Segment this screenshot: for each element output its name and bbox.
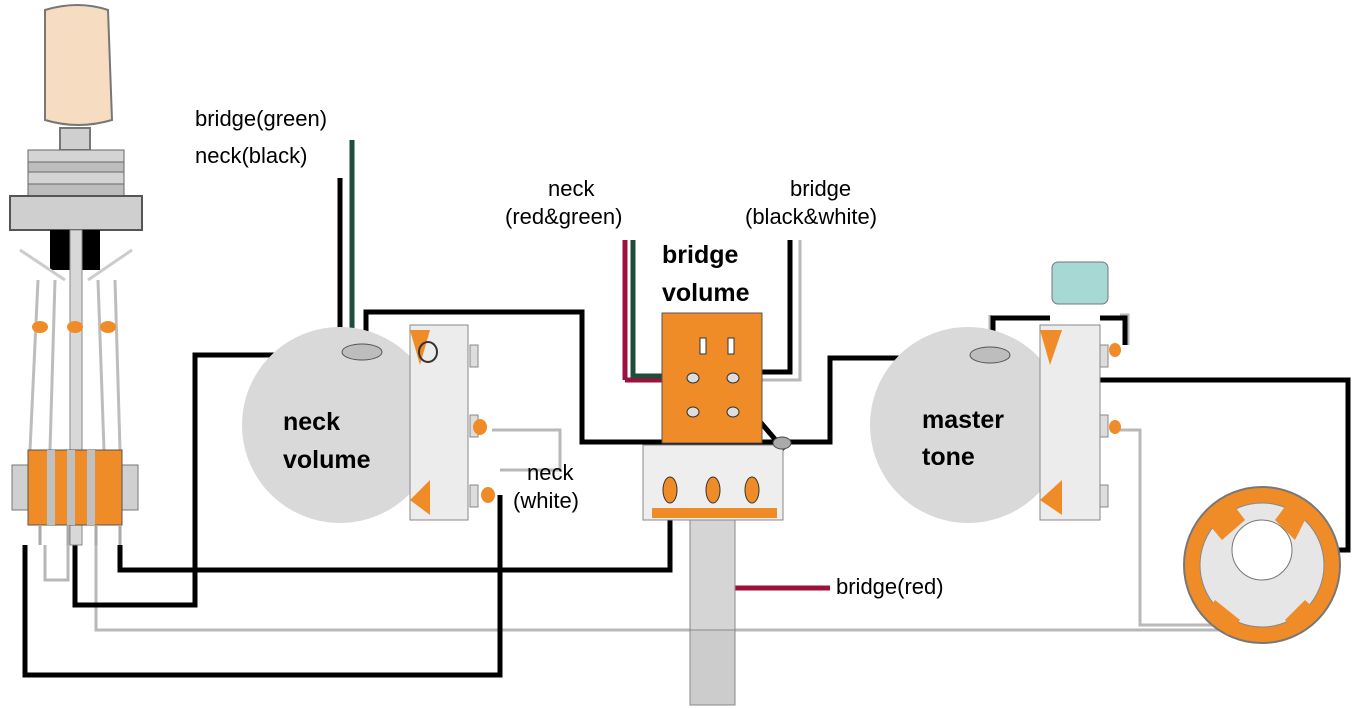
label-switch-neck-black: neck(black) <box>195 143 308 168</box>
label-bridge-bw-1: bridge <box>790 176 852 201</box>
label-neck-white-2: (white) <box>513 488 580 513</box>
bridge-volume-pot <box>642 312 792 706</box>
master-tone-pot <box>870 261 1121 523</box>
label-neck-white-1: neck <box>527 460 574 485</box>
neck-volume-pot <box>242 324 495 523</box>
output-jack <box>1183 486 1341 644</box>
label-master-tone-2: tone <box>922 443 975 471</box>
label-neck-red-green-2: (red&green) <box>505 204 623 229</box>
label-bridge-volume-2: volume <box>662 279 750 307</box>
pickup-selector-switch <box>9 4 143 546</box>
switch-tip <box>44 4 114 126</box>
label-neck-volume-2: volume <box>283 446 371 474</box>
label-master-tone-1: master <box>922 406 1004 434</box>
label-switch-bridge-green: bridge(green) <box>195 106 328 131</box>
label-neck-red-green-1: neck <box>548 176 595 201</box>
label-bridge-volume-1: bridge <box>662 241 739 269</box>
capacitor <box>1051 261 1109 305</box>
label-bridge-red: bridge(red) <box>836 574 944 599</box>
label-bridge-bw-2: (black&white) <box>745 204 878 229</box>
label-neck-volume-1: neck <box>283 408 340 436</box>
